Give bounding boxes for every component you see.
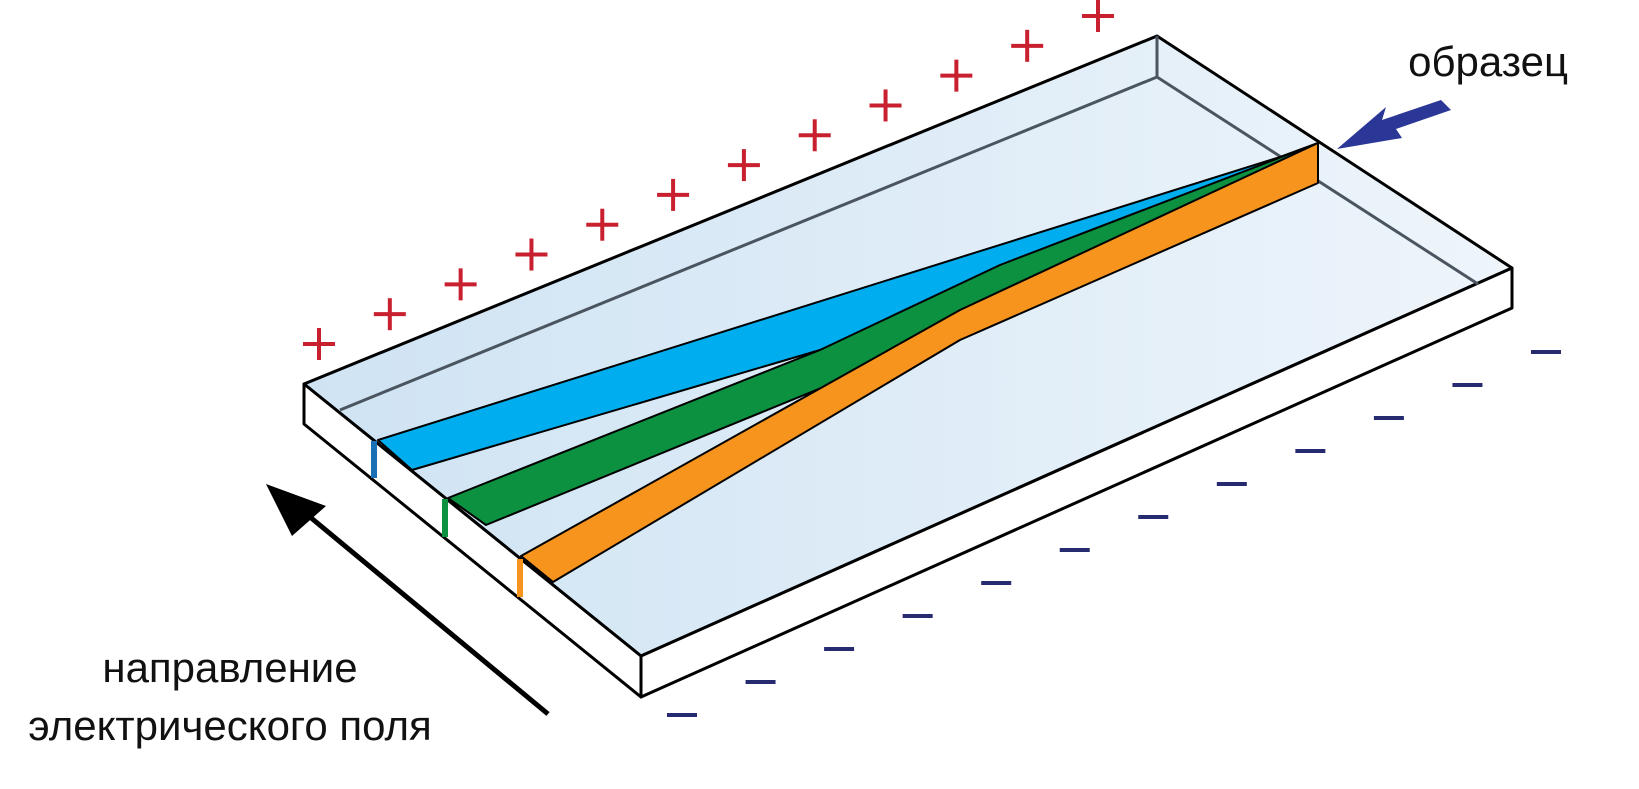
- field-direction-arrow-shaft: [302, 510, 550, 716]
- sample-label: образец: [1408, 38, 1568, 85]
- field-direction-arrow-head: [266, 484, 326, 536]
- positive-charges: [303, 0, 1114, 360]
- positive-charge-symbol: [586, 208, 619, 241]
- field-direction-label-line1: направление: [102, 644, 357, 691]
- positive-charge-symbol: [727, 149, 760, 182]
- negative-charges: [667, 350, 1561, 717]
- field-direction-label-line2: электрического поля: [28, 702, 432, 749]
- positive-charge-symbol: [515, 238, 548, 271]
- positive-charge-symbol: [798, 119, 831, 152]
- positive-charge-symbol: [303, 328, 335, 360]
- positive-charge-symbol: [657, 178, 690, 211]
- positive-charge-symbol: [869, 89, 902, 122]
- sample-arrow: [1337, 100, 1451, 149]
- positive-charge-symbol: [1082, 0, 1114, 32]
- positive-charge-symbol: [1011, 29, 1044, 62]
- positive-charge-symbol: [940, 59, 973, 92]
- gel-plate-right-face: [639, 266, 1514, 699]
- positive-charge-symbol: [444, 268, 477, 301]
- positive-charge-symbol: [373, 298, 406, 331]
